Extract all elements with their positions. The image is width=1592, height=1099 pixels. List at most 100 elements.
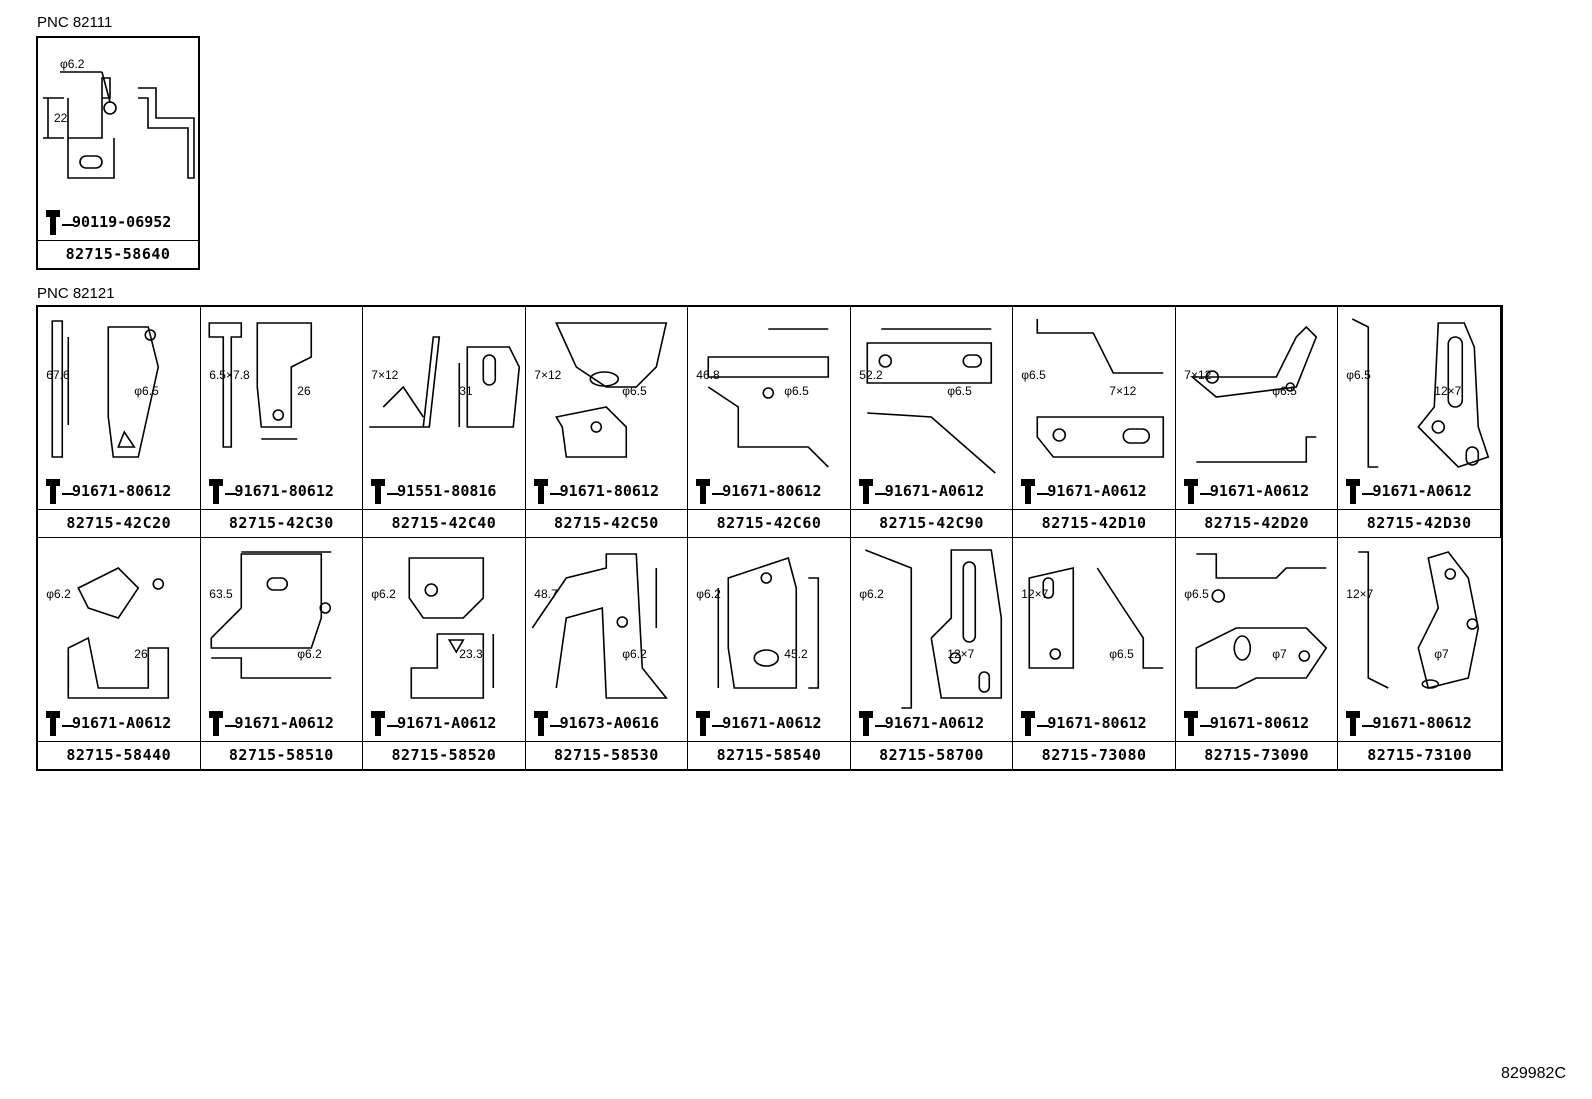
dim-label: φ6.5	[947, 384, 972, 398]
part-number: 82715-42C50	[525, 509, 688, 537]
bracket-drawing: 7×12 31	[369, 336, 521, 428]
drawing-number: 829982C	[1501, 1065, 1566, 1082]
dim-label: 26	[297, 384, 311, 398]
part-number: 82715-73100	[1338, 741, 1501, 769]
part-cell[interactable]: φ6.2 22 90119-06952 82715-58640	[38, 38, 198, 268]
dim-label: φ6.5	[1110, 647, 1135, 661]
bracket-drawing: φ6.2 22	[43, 57, 195, 179]
part-cell[interactable]: φ6.5 7×12 91671-A0612 82715-42D10	[1013, 307, 1176, 538]
part-number: 82715-58510	[200, 741, 363, 769]
dim-label: 48.7	[534, 587, 558, 601]
bracket-drawing: 46.8φ6.5	[696, 328, 830, 468]
bolt-icon	[46, 711, 60, 736]
bolt-icon	[533, 479, 548, 504]
bracket-drawing: 67.6φ6.5	[46, 320, 160, 458]
bolt-icon	[858, 479, 873, 504]
bolt-icon	[208, 711, 223, 736]
dim-label: 12×7	[947, 647, 974, 661]
dim-label: 31	[459, 384, 473, 398]
part-number: 82715-42C60	[688, 509, 850, 537]
pnc-label-82111: PNC 82111	[37, 14, 113, 31]
part-cell[interactable]: 63.5 φ6.2 91671-A0612 82715-58510	[200, 538, 364, 769]
bolt-icon	[1021, 479, 1036, 504]
bracket-drawing: 63.5 φ6.2	[209, 551, 331, 679]
part-number: 82715-58440	[38, 741, 200, 769]
part-cell[interactable]: φ6.2 12×7 91671-A0612 82715-58700	[850, 538, 1014, 769]
dim-label: 7×12	[1110, 384, 1137, 398]
part-number: 82715-42C90	[850, 509, 1013, 537]
bolt-number: 91671-A0612	[884, 714, 985, 732]
dim-label: 45.2	[784, 647, 808, 661]
dim-label: 26	[134, 647, 148, 661]
dim-label: 7×12	[371, 368, 398, 382]
dim-label: 63.5	[209, 587, 233, 601]
bracket-drawing: 12×7 φ6.5	[1022, 566, 1164, 669]
bolt-icon	[858, 711, 873, 736]
dim-label: φ6.2	[696, 587, 721, 601]
bolt-icon	[1346, 479, 1361, 504]
bolt-number: 91671-80612	[722, 482, 822, 500]
dim-label: 12×7	[1022, 587, 1049, 601]
part-number: 82715-42C20	[38, 509, 200, 537]
bracket-drawing: 48.7 φ6.2	[531, 553, 668, 699]
bracket-drawing: 12×7φ7	[1347, 551, 1480, 689]
bracket-drawing: φ6.5 φ7	[1184, 553, 1328, 689]
bolt-icon	[371, 711, 386, 736]
dim-label: φ6.2	[297, 647, 322, 661]
bolt-number: 91671-A0612	[1209, 482, 1310, 500]
part-number: 82715-42C30	[200, 509, 363, 537]
bracket-drawing: φ6.2 45.2	[696, 556, 820, 689]
dim-label: φ6.5	[134, 384, 159, 398]
dim-label: φ6.2	[60, 57, 85, 71]
bolt-number: 91671-A0612	[1372, 482, 1472, 500]
dim-label: φ6.5	[622, 384, 647, 398]
bolt-icon	[1021, 711, 1036, 736]
bolt-number: 91671-80612	[234, 482, 334, 500]
part-number: 82715-58520	[363, 741, 525, 769]
dim-label: φ6.5	[1022, 368, 1047, 382]
bolt-number: 91671-A0612	[722, 714, 822, 732]
part-number: 82715-58700	[850, 741, 1013, 769]
bolt-number: 91671-A0612	[1047, 482, 1147, 500]
bolt-number: 91671-A0612	[397, 714, 497, 732]
bolt-number: 91671-A0612	[884, 482, 985, 500]
dim-label: φ6.5	[1184, 587, 1209, 601]
dim-label: φ7	[1435, 647, 1450, 661]
dim-label: 7×12	[534, 368, 561, 382]
bolt-icon	[46, 479, 60, 504]
dim-label: φ6.2	[859, 587, 884, 601]
bolt-number: 91671-80612	[1372, 714, 1472, 732]
bolt-number: 91671-A0612	[234, 714, 334, 732]
bolt-number: 91671-A0612	[72, 714, 172, 732]
bracket-drawing: 7×12 φ6.5	[534, 322, 667, 458]
pnc-label-82121: PNC 82121	[37, 285, 115, 302]
bolt-icon	[696, 711, 711, 736]
dim-label: φ6.5	[784, 384, 809, 398]
bracket-drawing: φ6.226	[46, 567, 170, 699]
part-number: 82715-42D10	[1013, 509, 1175, 537]
part-number: 82715-58540	[688, 741, 850, 769]
dim-label: φ6.2	[622, 647, 647, 661]
bolt-icon	[1183, 711, 1198, 736]
dim-label: 12×7	[1435, 384, 1462, 398]
bracket-drawing: 6.5×7.826	[208, 322, 312, 448]
part-cell[interactable]: φ6.2 45.2 91671-A0612 82715-58540	[688, 538, 851, 769]
bolt-icon	[371, 479, 386, 504]
bolt-number: 91673-A0616	[559, 714, 659, 732]
dim-label: φ7	[1272, 647, 1287, 661]
